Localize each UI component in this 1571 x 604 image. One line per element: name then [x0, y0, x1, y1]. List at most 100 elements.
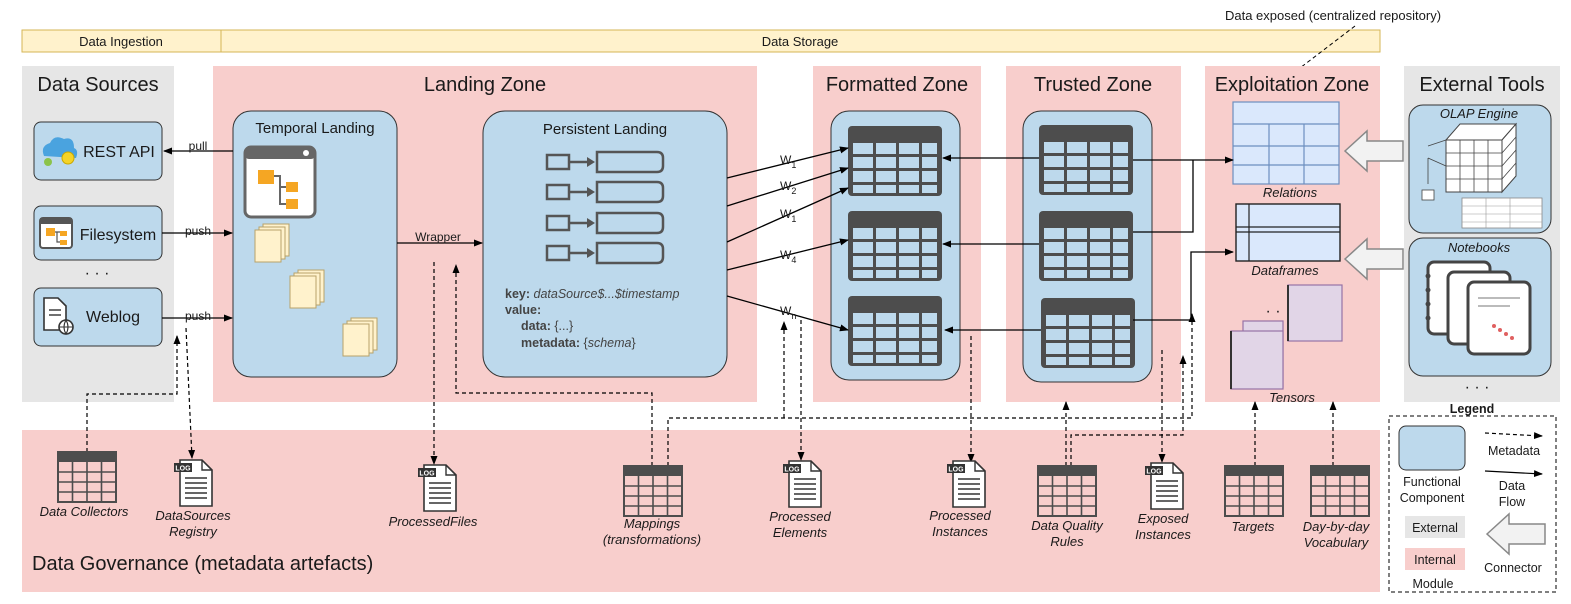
temporal-landing: Temporal Landing: [232, 110, 398, 378]
metadata-edges: [86, 262, 1337, 466]
wrapper-label: Wrapper: [415, 230, 461, 244]
data-quality-rules-label-1: Data Quality: [1031, 518, 1104, 533]
wn-edge: [726, 295, 849, 332]
doc-stack-icon: [342, 317, 378, 357]
tensors-dots: · ·: [1265, 303, 1280, 320]
notebook-stack-icon: [1425, 260, 1532, 356]
w4-label: W4: [780, 248, 796, 265]
log-badge-label: LOG: [1146, 469, 1162, 476]
olap-cube-icon: [1421, 122, 1543, 229]
formatted-store: [830, 110, 961, 381]
sources-more-dots: · · ·: [85, 265, 110, 282]
external-tools-title: External Tools: [1419, 74, 1544, 96]
storage-banner-label: Data Storage: [762, 34, 839, 49]
notebooks-label: Notebooks: [1448, 240, 1511, 255]
exposed-instances-label-2: Instances: [1135, 527, 1191, 542]
legend-module-label: Module: [1413, 577, 1454, 591]
relations-label: Relations: [1263, 185, 1318, 200]
tensors-label: Tensors: [1269, 390, 1315, 405]
storage-value-label: value:: [505, 303, 541, 317]
legend-title: Legend: [1450, 402, 1494, 416]
trusted-zone-title: Trusted Zone: [1034, 74, 1152, 96]
log-badge-label: LOG: [419, 471, 435, 478]
folder-tree-icon: [39, 217, 73, 249]
trusted-join-edge-1: [1133, 160, 1194, 233]
mappings-label-2: (transformations): [603, 532, 701, 547]
legend-connector-label: Connector: [1484, 561, 1542, 575]
external-more-dots: · · ·: [1465, 379, 1490, 396]
data-quality-rules-table-icon: [1037, 465, 1097, 517]
data-sources-title: Data Sources: [37, 74, 158, 96]
processed-instances-label-1: Processed: [929, 508, 991, 523]
processed-elements-label-1: Processed: [769, 509, 831, 524]
landing-zone-title: Landing Zone: [424, 74, 546, 96]
governance-title: Data Governance (metadata artefacts): [32, 553, 373, 575]
formatted-table-icon: [848, 211, 942, 281]
weblog-source: Weblog: [33, 287, 163, 347]
formatted-zone-title: Formatted Zone: [826, 74, 968, 96]
processed-elements-label-2: Elements: [773, 525, 828, 540]
legend-internal-swatch: [1405, 548, 1465, 570]
vocabulary-label-1: Day-by-day: [1303, 519, 1371, 534]
dq-rules-exploitation-edge: [1070, 355, 1187, 466]
doc-stack-icon: [254, 223, 290, 263]
persistent-landing: Persistent Landing key: dataSource$...$t…: [482, 110, 728, 378]
legend-dataflow-label-1: Data: [1499, 479, 1525, 493]
mappings-to-exploitation-edge: [667, 313, 1196, 466]
olap-engine: OLAP Engine: [1408, 104, 1552, 234]
formatted-table-icon: [848, 126, 942, 196]
storage-key: key: dataSource$...$timestamp: [505, 287, 679, 301]
push-label-weblog: push: [185, 309, 211, 323]
web-document-icon: [43, 297, 74, 336]
storage-metadata: metadata: {schema}: [521, 336, 636, 350]
legend-functional-label-1: Functional: [1403, 475, 1461, 489]
mappings-label-1: Mappings: [624, 516, 681, 531]
processed-instances-label-2: Instances: [932, 524, 988, 539]
legend-functional-label-2: Component: [1400, 491, 1465, 505]
push-label-filesystem: push: [185, 224, 211, 238]
log-badge-label: LOG: [948, 467, 964, 474]
legend-external-swatch: [1405, 516, 1465, 538]
legend-metadata-arrow: [1484, 432, 1543, 440]
collectors-metadata-edge: [86, 335, 181, 452]
cloud-gear-icon: [42, 137, 78, 166]
w2-label: W2: [780, 179, 796, 196]
weblog-label: Weblog: [86, 309, 140, 326]
exploitation-zone-title: Exploitation Zone: [1215, 74, 1370, 96]
mappings-table-icon: [623, 465, 683, 517]
legend-functional-swatch: [1398, 425, 1466, 471]
wn-label: Wn: [780, 304, 796, 321]
registry-metadata-edge: [185, 327, 196, 459]
filesystem-source: Filesystem: [33, 205, 163, 261]
dataframes-icon: [1235, 203, 1341, 262]
data-quality-rules-label-2: Rules: [1050, 534, 1084, 549]
persistent-landing-title: Persistent Landing: [543, 121, 667, 138]
legend: Legend Functional Component Metadata Dat…: [1388, 402, 1557, 593]
governance-zone: [22, 430, 1380, 592]
trusted-store: [1022, 110, 1153, 383]
exposed-instances-label-1: Exposed: [1138, 511, 1189, 526]
w1-edge-b: [726, 187, 849, 243]
storage-data: data: {...}: [521, 319, 573, 333]
folder-hierarchy-icon: [243, 145, 317, 219]
notebooks: Notebooks: [1408, 237, 1552, 377]
formatted-table-icon: [848, 296, 942, 366]
targets-label: Targets: [1232, 519, 1275, 534]
pull-label: pull: [189, 139, 208, 153]
dataframes-label: Dataframes: [1251, 263, 1319, 278]
data-flow-edges: [162, 146, 1234, 334]
datasources-registry-label-2: Registry: [169, 524, 218, 539]
legend-dataflow-arrow: [1484, 470, 1543, 478]
data-collectors-table-icon: [57, 451, 117, 503]
w1-label-a: W1: [780, 153, 796, 170]
vocabulary-table-icon: [1310, 465, 1370, 517]
mappings-to-wrapper-edge: [452, 264, 653, 466]
trusted-table-icon: [1039, 125, 1133, 195]
log-badge-label: LOG: [784, 467, 800, 474]
exposed-pointer: [1299, 25, 1356, 69]
filesystem-label: Filesystem: [80, 227, 156, 244]
tensors-icon: [1230, 284, 1343, 390]
w1-edge-a: [726, 146, 849, 179]
processed-files-label: ProcessedFiles: [389, 514, 478, 529]
